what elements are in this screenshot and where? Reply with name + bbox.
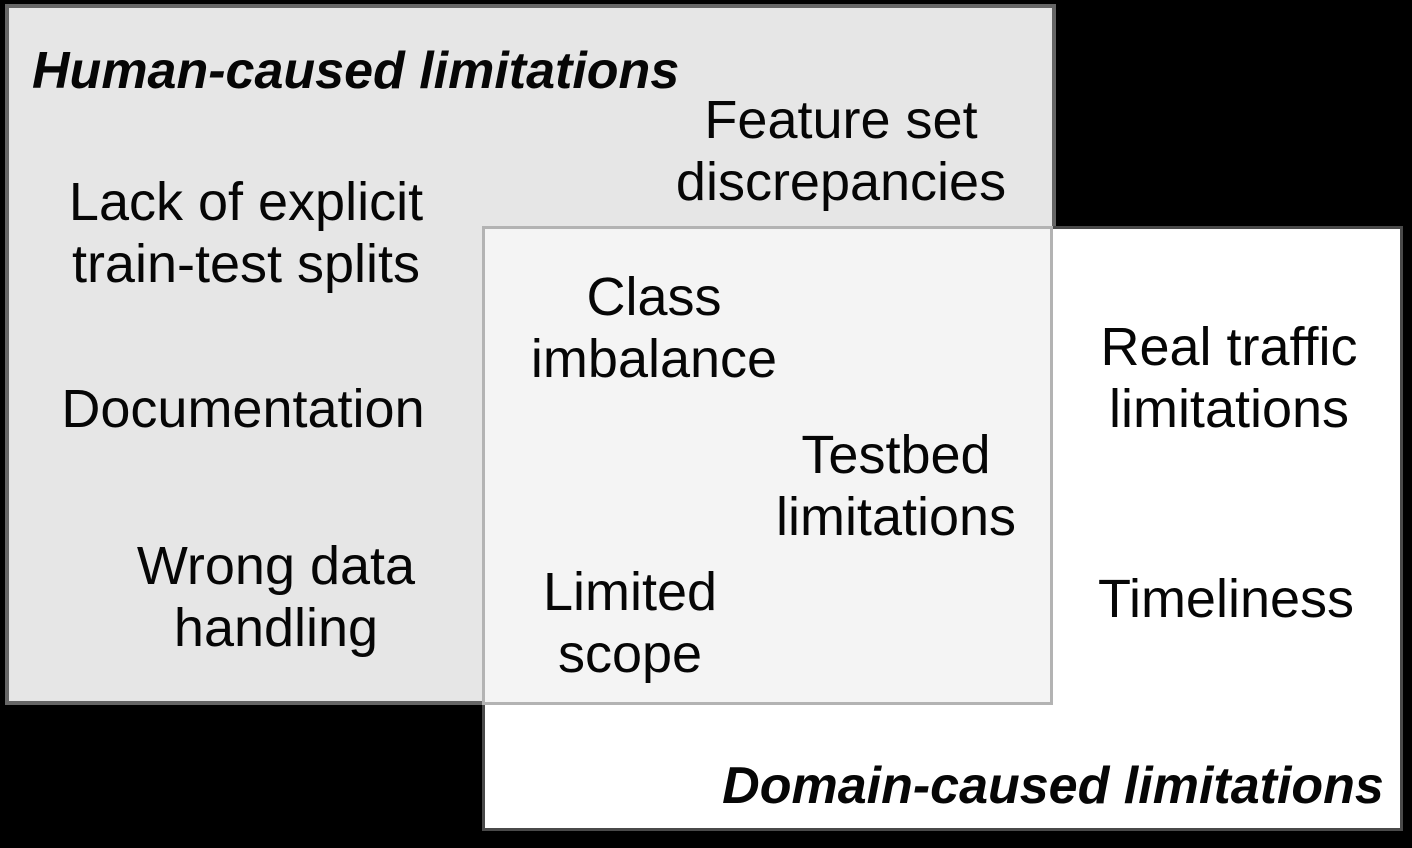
item-timeliness: Timeliness bbox=[1098, 568, 1354, 630]
domain-region-title: Domain-caused limitations bbox=[722, 757, 1384, 815]
item-line: discrepancies bbox=[675, 152, 1007, 212]
item-line: Feature set bbox=[704, 90, 978, 150]
item-documentation: Documentation bbox=[61, 378, 424, 440]
item-line: scope bbox=[557, 624, 703, 684]
overlap-region bbox=[482, 226, 1053, 705]
item-class-imbalance: Class imbalance bbox=[531, 266, 777, 390]
item-lack-of-train-test-splits: Lack of explicit train-test splits bbox=[69, 171, 423, 295]
item-line: Testbed bbox=[801, 425, 991, 485]
item-feature-set-discrepancies: Feature set discrepancies bbox=[676, 89, 1006, 213]
item-line: limitations bbox=[775, 487, 1017, 547]
item-testbed-limitations: Testbed limitations bbox=[776, 424, 1016, 548]
human-region-title: Human-caused limitations bbox=[32, 42, 680, 100]
item-line: train-test splits bbox=[71, 234, 421, 294]
item-wrong-data-handling: Wrong data handling bbox=[137, 535, 415, 659]
item-line: Timeliness bbox=[1097, 569, 1355, 629]
item-line: Documentation bbox=[61, 379, 425, 439]
item-line: Class bbox=[586, 267, 722, 327]
item-line: limitations bbox=[1108, 379, 1350, 439]
item-real-traffic-limitations: Real traffic limitations bbox=[1100, 316, 1357, 440]
item-line: Limited bbox=[542, 562, 718, 622]
item-limited-scope: Limited scope bbox=[543, 561, 717, 685]
item-line: imbalance bbox=[530, 329, 778, 389]
item-line: Wrong data bbox=[136, 536, 416, 596]
item-line: Lack of explicit bbox=[68, 172, 424, 232]
item-line: Real traffic bbox=[1100, 317, 1358, 377]
item-line: handling bbox=[173, 598, 379, 658]
